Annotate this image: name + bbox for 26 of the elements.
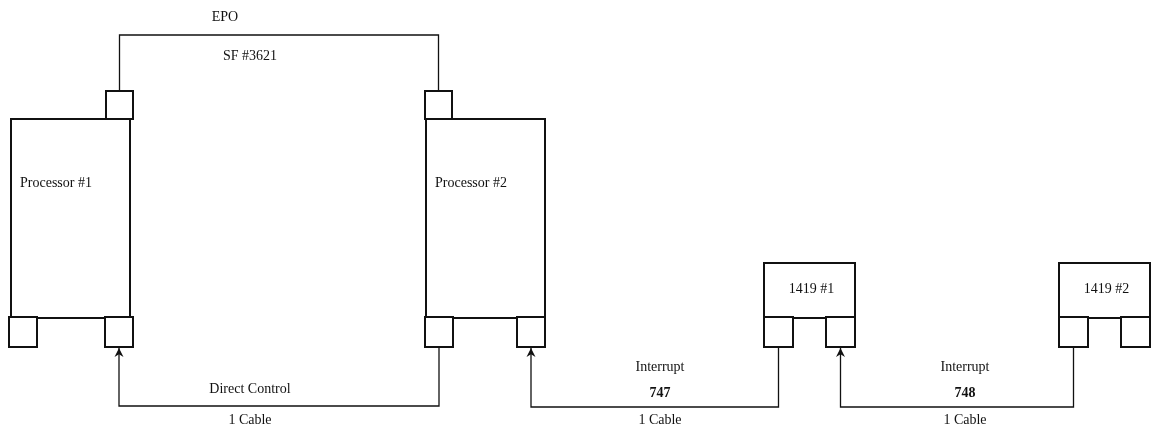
connector-port: [8, 316, 38, 348]
connector-port: [104, 316, 134, 348]
connector-port: [424, 316, 454, 348]
equipment-box: [10, 118, 131, 319]
unit-label: Processor #1: [20, 174, 92, 192]
unit-label: 1419 #2: [1082, 280, 1131, 298]
connector-port: [1120, 316, 1151, 348]
connector-port: [825, 316, 856, 348]
cable-count-label: 1 Cable: [637, 411, 683, 429]
cable-arrow: [114, 347, 440, 407]
connector-port: [105, 90, 134, 120]
cable-arrow: [526, 347, 780, 408]
connector-port: [763, 316, 794, 348]
cable-line: [118, 34, 440, 91]
equipment-box: [425, 118, 546, 319]
cable-arrow: [836, 347, 1075, 408]
cable-count-label: 1 Cable: [942, 411, 988, 429]
equipment-box: [763, 262, 856, 319]
feature-label: SF #3621: [221, 47, 279, 65]
cable-count-label: 1 Cable: [227, 411, 273, 429]
equipment-box: [1058, 262, 1151, 319]
unit-label: Processor #2: [435, 174, 507, 192]
unit-label: 1419 #1: [787, 280, 836, 298]
connector-port: [1058, 316, 1089, 348]
connector-port: [516, 316, 546, 348]
connector-port: [424, 90, 453, 120]
